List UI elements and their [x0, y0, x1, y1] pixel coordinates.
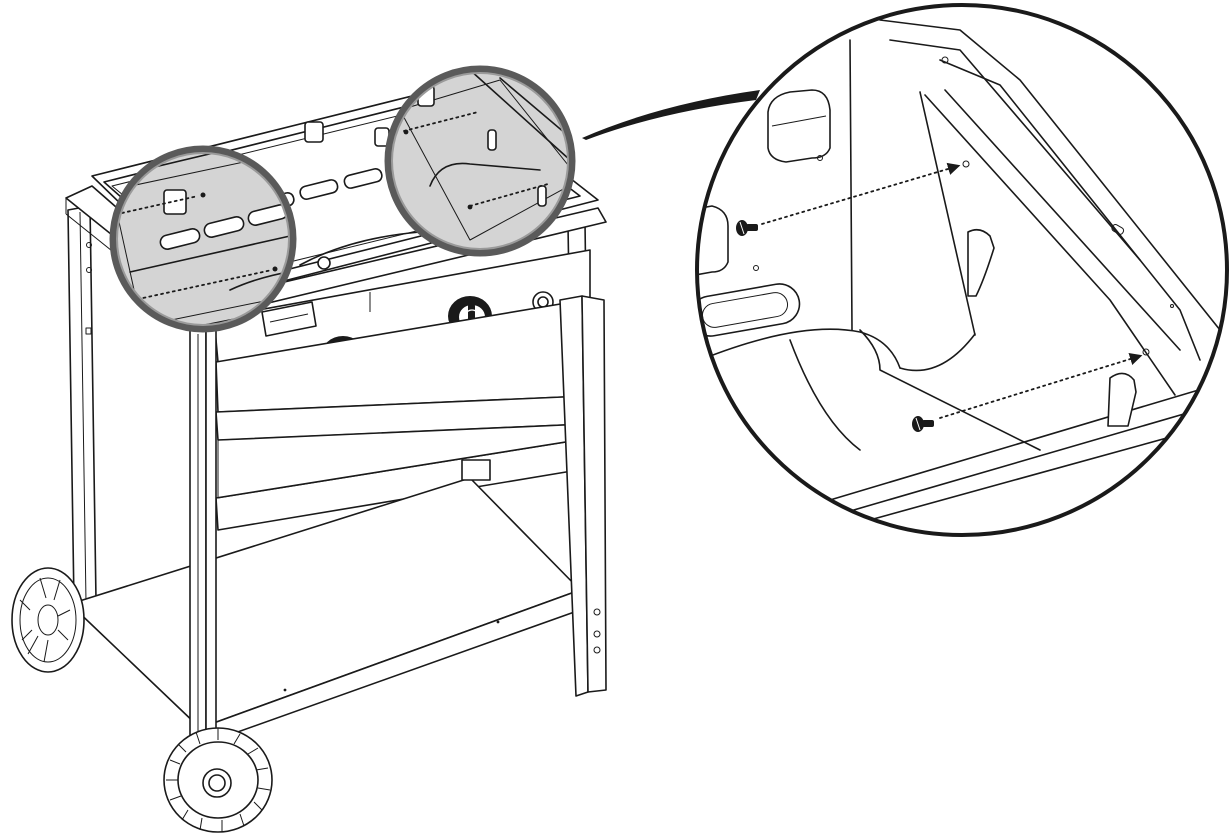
drip-tray-handle	[261, 301, 317, 337]
guide-arrow-upper	[761, 162, 961, 225]
front-left-leg	[189, 325, 217, 767]
detail-circle-right	[384, 65, 576, 257]
wall-bracket	[767, 89, 831, 163]
front-right-leg	[559, 295, 607, 697]
rear-left-leg	[67, 205, 97, 605]
front-wheel	[163, 727, 273, 833]
callout-wedge	[582, 90, 760, 140]
guide-arrow-lower	[939, 352, 1143, 419]
detail-circle-left	[109, 145, 297, 333]
screw-upper	[736, 220, 758, 236]
zoom-detail-circle	[695, 3, 1229, 537]
screw-lower	[912, 416, 934, 432]
rear-wheel	[11, 567, 85, 673]
